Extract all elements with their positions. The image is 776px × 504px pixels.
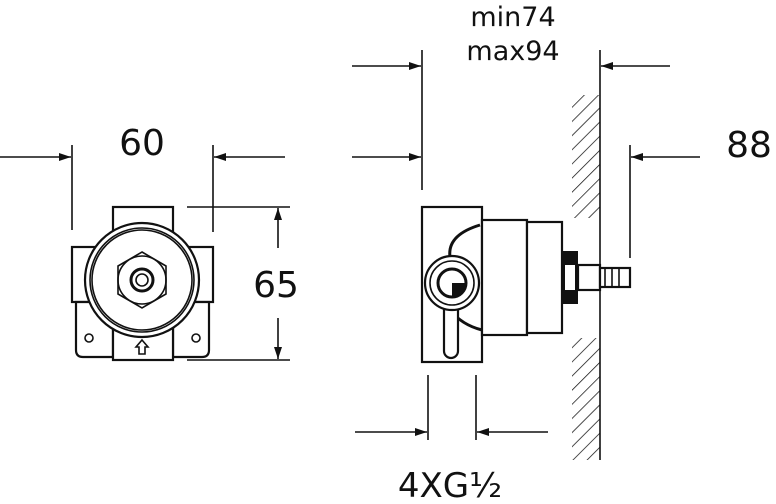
height-dimension bbox=[187, 206, 290, 361]
front-view bbox=[70, 205, 215, 362]
width-dimension bbox=[0, 145, 285, 232]
depth-dimension bbox=[352, 50, 670, 190]
side-view bbox=[420, 205, 632, 364]
projection-dimension bbox=[629, 145, 700, 258]
connection-dimension bbox=[355, 375, 548, 440]
width-label: 60 bbox=[119, 123, 165, 164]
height-label: 65 bbox=[253, 265, 299, 306]
up-arrow-icon bbox=[134, 338, 150, 355]
max-depth-label: max94 bbox=[466, 36, 559, 67]
wall-section bbox=[572, 50, 601, 460]
projection-label: 88 bbox=[726, 125, 772, 166]
min-depth-label: min74 bbox=[470, 2, 555, 33]
connection-label: 4XG½ bbox=[398, 466, 502, 504]
